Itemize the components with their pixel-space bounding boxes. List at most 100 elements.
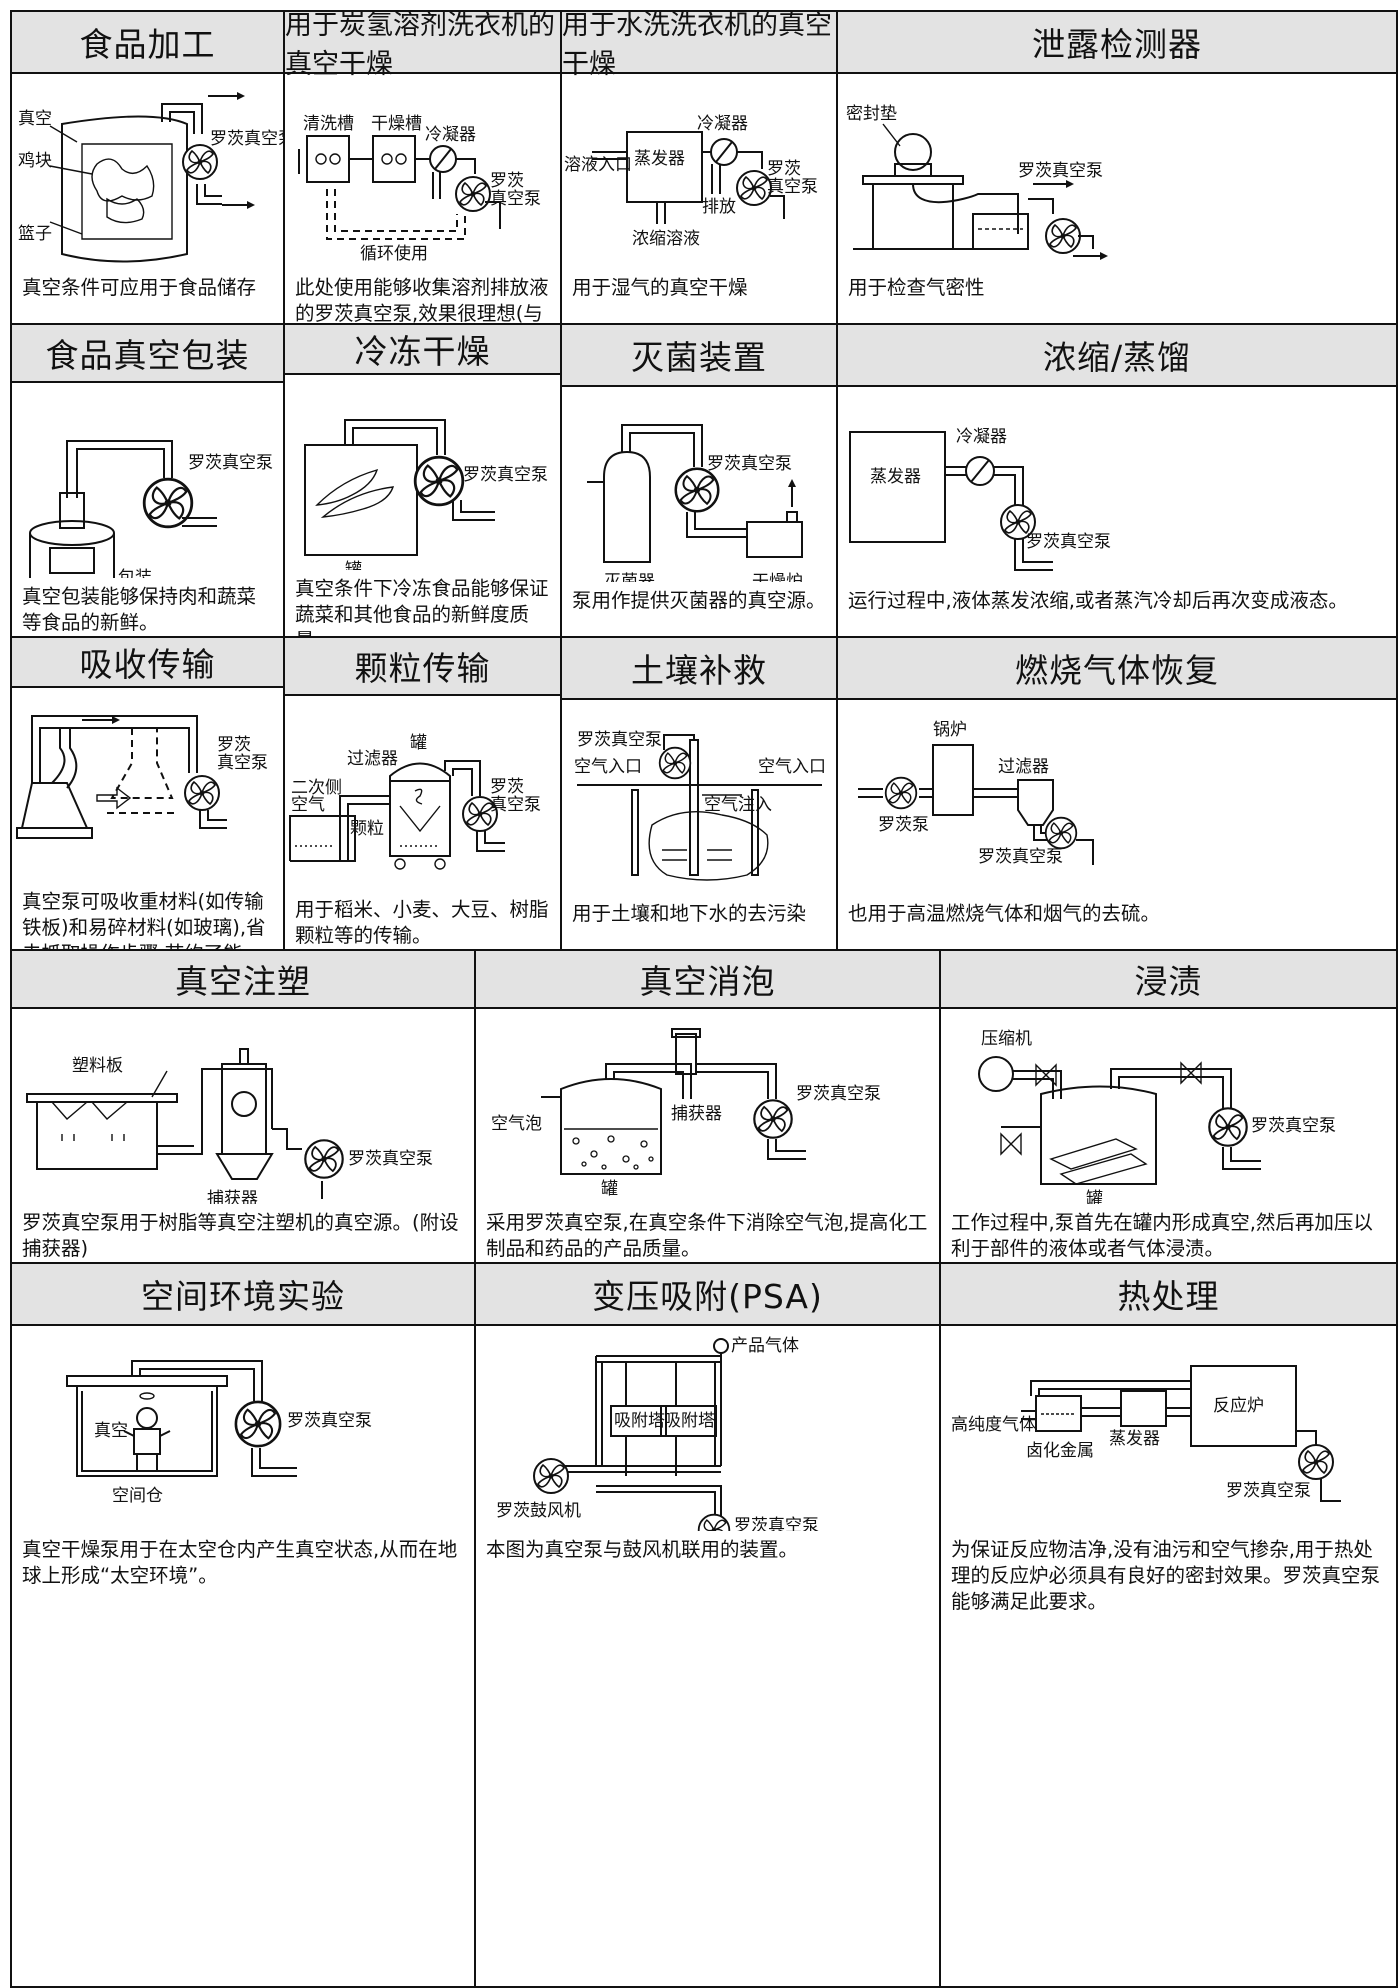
label-adsorber-2: 吸附塔	[664, 1411, 715, 1431]
cell-suction-transfer: 吸收传输 罗茨 真空	[12, 638, 285, 991]
diagram-soil-remediation: 罗茨真空泵 空气入口 空气入口 空气注入	[562, 700, 836, 895]
label-air: 空气	[291, 795, 325, 815]
label-tank: 罐	[1086, 1189, 1103, 1204]
diagram-space-chamber: 真空 空间仓 罗茨真空泵	[12, 1326, 474, 1531]
label-pump: 罗茨真空泵	[707, 454, 792, 474]
cell-sterilizer: 灭菌装置 灭菌器 干燥炉 罗茨真空泵	[562, 325, 838, 636]
diagram-flue-gas-recovery: 锅炉 过滤器 罗茨泵 罗茨真空泵	[838, 700, 1396, 895]
cell-freeze-drying: 冷冻干燥 罐 罗茨真空泵 真空条件下冷冻食品能够保证蔬菜和其他食品的新鲜度质量。	[285, 325, 562, 652]
label-granule: 颗粒	[350, 819, 384, 839]
row-5: 空间环境实验 真空 空间仓	[12, 1264, 1396, 1986]
label-boiler: 锅炉	[933, 720, 967, 740]
label-pump-line2: 真空泵	[767, 177, 818, 197]
cell-description: 为保证反应物洁净,没有油污和空气掺杂,用于热处理的反应炉必须具有良好的密封效果。…	[951, 1538, 1381, 1613]
cell-title: 变压吸附(PSA)	[476, 1264, 939, 1326]
cell-description: 本图为真空泵与鼓风机联用的装置。	[486, 1538, 799, 1561]
cell-defoaming: 真空消泡	[476, 951, 941, 1262]
label-pump: 罗茨真空泵	[210, 129, 283, 149]
diagram-heat-treatment: 高纯度气体 卤化金属 蒸发器 反应炉 罗茨真空泵	[941, 1326, 1396, 1531]
diagram-concentration: 蒸发器 冷凝器 罗茨真空泵	[838, 387, 1396, 582]
label-pump-line1: 罗茨	[767, 159, 801, 179]
cell-title: 土壤补救	[562, 638, 836, 700]
label-pump: 罗茨真空泵	[348, 1149, 433, 1169]
cell-description: 用于土壤和地下水的去污染	[572, 902, 807, 925]
applications-grid: 食品加工	[10, 10, 1398, 1988]
cell-flue-gas-recovery: 燃烧气体恢复 锅炉 过滤器 罗茨泵 罗茨真空泵	[838, 638, 1396, 949]
label-seal: 密封垫	[846, 104, 897, 124]
label-pump: 罗茨真空泵	[796, 1084, 881, 1104]
label-chicken: 鸡块	[18, 151, 52, 171]
label-pump-line2: 真空泵	[490, 795, 541, 815]
label-pump: 罗茨真空泵	[463, 465, 548, 485]
label-pump-line2: 真空泵	[490, 189, 541, 209]
label-tank: 罐	[345, 560, 362, 570]
label-tank: 罐	[601, 1179, 618, 1199]
cell-description: 工作过程中,泵首先在罐内形成真空,然后再加压以利于部件的液体或者气体浸渍。	[951, 1211, 1373, 1260]
label-evaporator: 蒸发器	[634, 149, 685, 169]
diagram-suction-transfer: 罗茨 真空泵	[12, 688, 283, 883]
label-bubbles: 空气泡	[491, 1114, 542, 1134]
label-concentrate: 浓缩溶液	[632, 229, 700, 249]
cell-psa: 变压吸附(PSA) 产品气体 吸附塔	[476, 1264, 941, 1986]
label-roots-blower: 罗茨鼓风机	[496, 1501, 581, 1521]
label-air-inlet-right: 空气入口	[758, 757, 826, 777]
cell-title: 浓缩/蒸馏	[838, 325, 1396, 387]
cell-title: 燃烧气体恢复	[838, 638, 1396, 700]
label-condenser: 冷凝器	[956, 427, 1007, 447]
row-3: 吸收传输 罗茨 真空	[12, 638, 1396, 991]
cell-description: 用于湿气的真空干燥	[572, 276, 748, 299]
cell-title: 热处理	[941, 1264, 1396, 1326]
label-adsorber-1: 吸附塔	[614, 1411, 665, 1431]
cell-description: 泵用作提供灭菌器的真空源。	[572, 589, 826, 612]
label-secondary: 二次侧	[291, 778, 342, 798]
cell-title: 灭菌装置	[562, 325, 836, 387]
cell-title: 真空消泡	[476, 951, 939, 1009]
label-pump: 罗茨真空泵	[978, 847, 1063, 867]
label-air-inlet-left: 空气入口	[574, 757, 642, 777]
diagram-vacuum-molding: 塑料板 捕获器 罗茨真空泵	[12, 1009, 474, 1204]
label-pump-line1: 罗茨	[490, 171, 524, 191]
label-recycle: 循环使用	[360, 243, 428, 264]
label-tank: 罐	[410, 733, 427, 753]
label-high-purity-gas: 高纯度气体	[951, 1415, 1036, 1435]
cell-title: 用于炭氢溶剂洗衣机的真空干燥	[285, 10, 560, 80]
cell-title: 用于水洗洗衣机的真空干燥	[562, 10, 836, 80]
cell-space-chamber: 空间环境实验 真空 空间仓	[12, 1264, 476, 1986]
label-metal-halide: 卤化金属	[1026, 1441, 1094, 1461]
row-1: 食品加工	[12, 10, 1396, 351]
label-roots-pump: 罗茨泵	[878, 815, 929, 835]
cell-title: 泄露检测器	[838, 12, 1396, 74]
cell-leak-detector: 泄露检测器	[838, 12, 1396, 323]
cell-title: 浸渍	[941, 951, 1396, 1009]
label-package: 包装	[118, 568, 152, 578]
diagram-defoaming: 捕获器 空气泡 罐 罗茨真空泵	[476, 1009, 939, 1204]
cell-description: 也用于高温燃烧气体和烟气的去硫。	[848, 902, 1161, 925]
cell-vacuum-molding: 真空注塑 塑料板 捕	[12, 951, 476, 1262]
label-air-injection: 空气注入	[704, 795, 772, 815]
diagram-vacuum-packaging: 包装 罗茨真空泵	[12, 383, 283, 578]
label-evaporator: 蒸发器	[1109, 1429, 1160, 1449]
cell-concentration: 浓缩/蒸馏 蒸发器 冷凝器 罗茨真空泵 运行	[838, 325, 1396, 636]
label-trap: 捕获器	[671, 1104, 722, 1124]
diagram-solvent-drying: 清洗槽 干燥槽 冷凝器 循环使用 罗茨 真空泵	[285, 74, 560, 269]
label-trap: 捕获器	[207, 1189, 258, 1204]
cell-title: 颗粒传输	[285, 638, 560, 696]
label-wash-tank: 清洗槽	[303, 114, 354, 134]
diagram-granule-transfer: 过滤器 罐 二次侧 空气 颗粒 罗茨 真空泵	[285, 696, 560, 891]
label-pump: 罗茨真空泵	[1226, 1481, 1311, 1501]
label-pump-line1: 罗茨	[217, 735, 251, 755]
cell-title: 空间环境实验	[12, 1264, 474, 1326]
label-filter: 过滤器	[998, 757, 1049, 777]
cell-title: 食品真空包装	[12, 325, 283, 383]
cell-vacuum-packaging: 食品真空包装 包装 罗茨真空泵 真空包装能够保持肉和蔬菜等食品的新鲜。	[12, 325, 285, 636]
label-dryer: 干燥炉	[752, 572, 803, 582]
diagram-leak-detector: 密封垫 罗茨真空泵	[838, 74, 1396, 269]
diagram-food-processing: 真空 鸡块 篮子 罗茨真空泵	[12, 74, 283, 269]
cell-impregnation: 浸渍 压缩机	[941, 951, 1396, 1262]
cell-title: 真空注塑	[12, 951, 474, 1009]
cell-description: 真空干燥泵用于在太空仓内产生真空状态,从而在地球上形成“太空环境”。	[22, 1538, 458, 1587]
diagram-impregnation: 压缩机 罐 罗茨真空泵	[941, 1009, 1396, 1204]
cell-solvent-drying: 用于炭氢溶剂洗衣机的真空干燥	[285, 10, 562, 351]
cell-granule-transfer: 颗粒传输 过滤器	[285, 638, 562, 949]
label-solution-inlet: 溶液入口	[564, 155, 632, 175]
